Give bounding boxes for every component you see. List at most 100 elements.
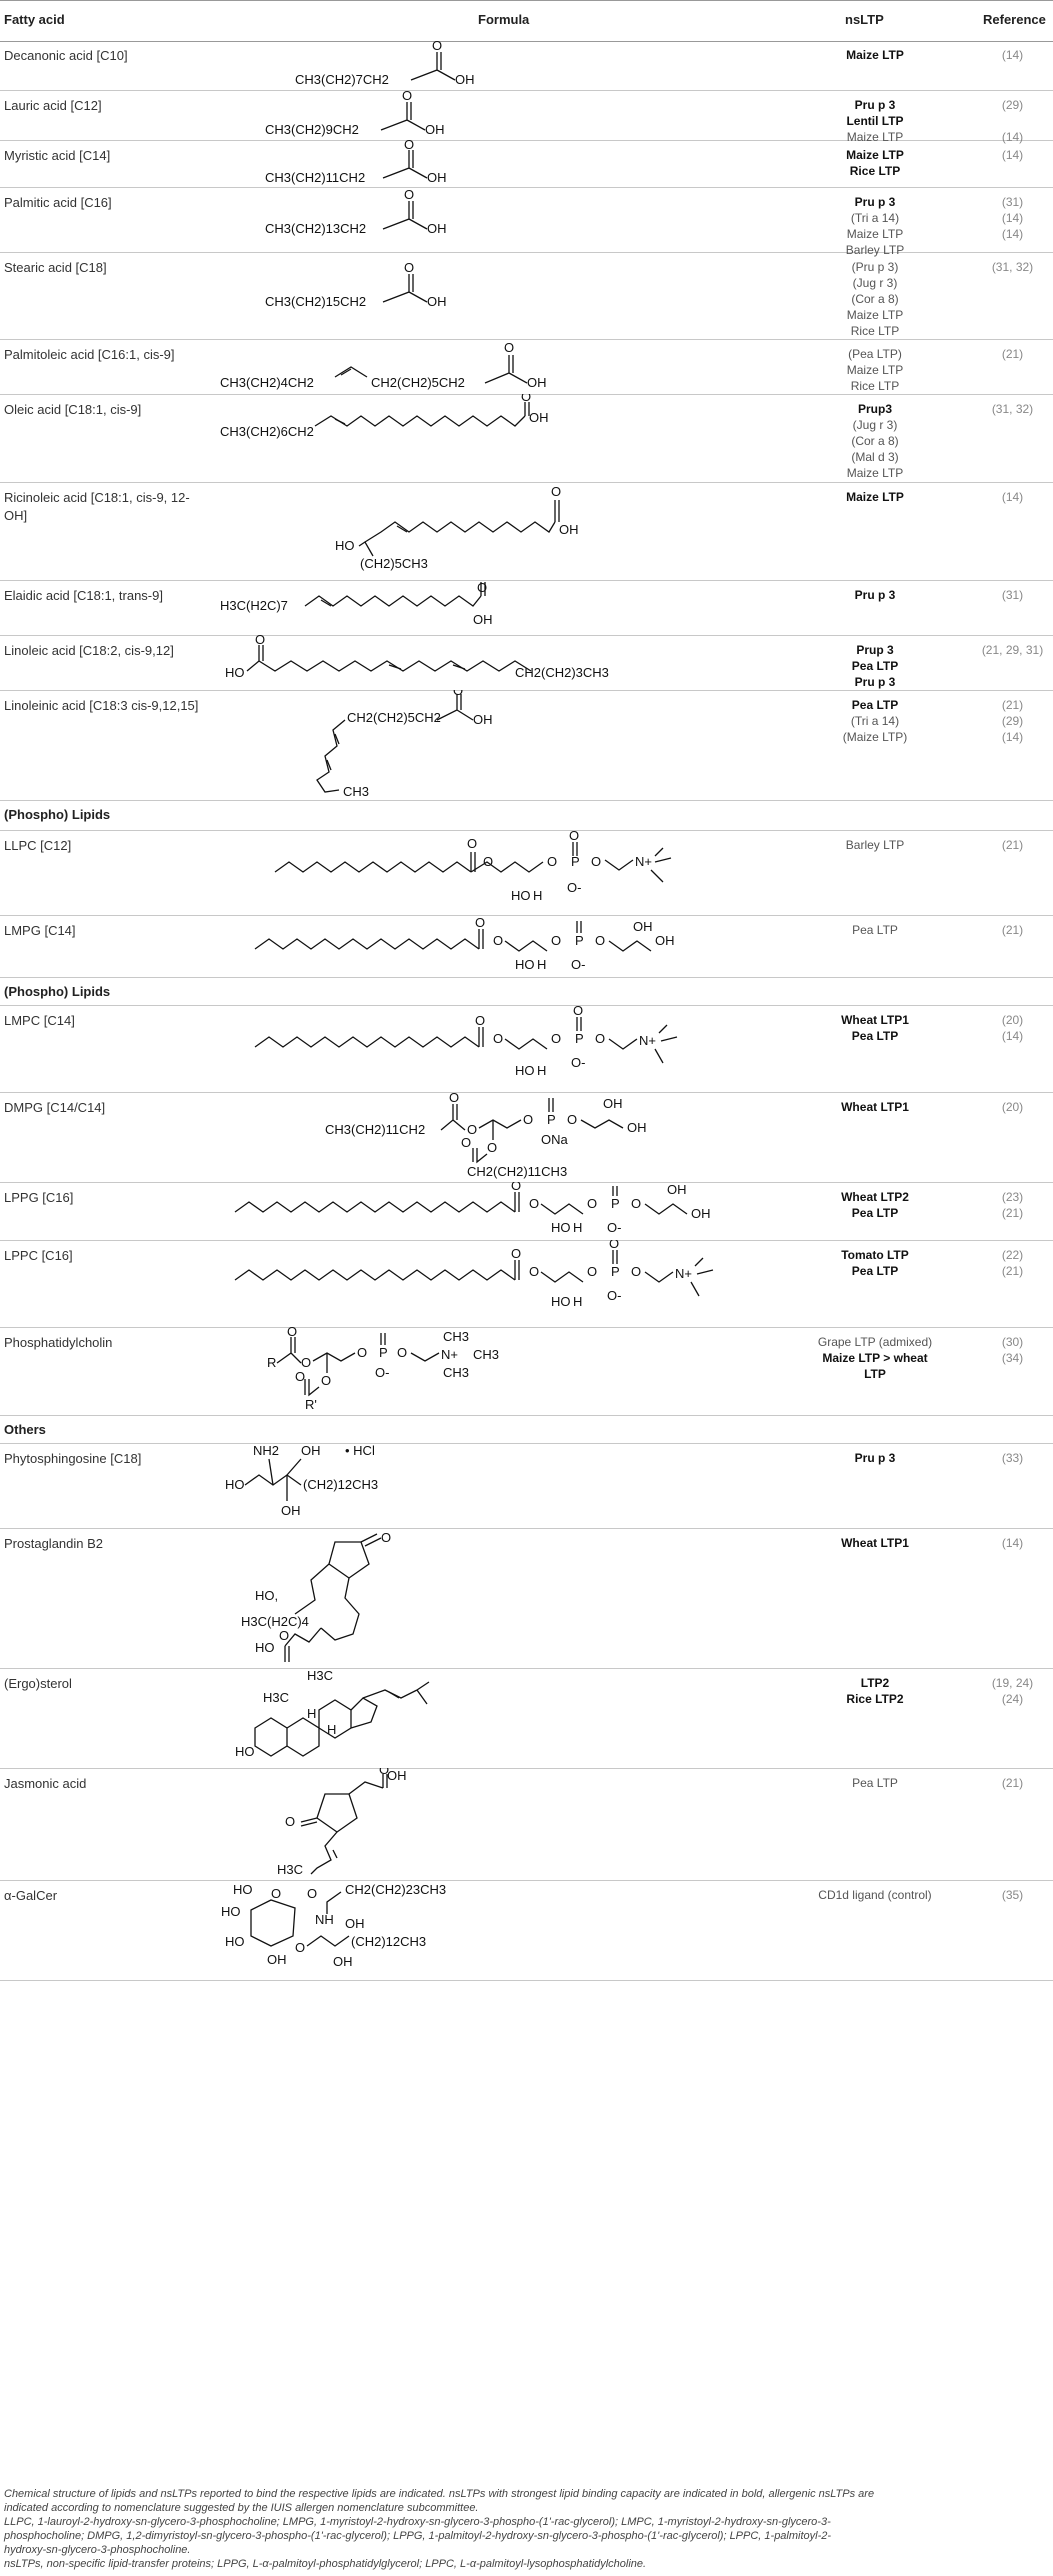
reference-entry: (14) <box>1001 1029 1024 1043</box>
nsltp-list: (Pea LTP) Maize LTP Rice LTP <box>800 346 950 394</box>
chain-label: H3C(H2C)4 <box>241 1614 309 1629</box>
fatty-acid-name: DMPG [C14/C14] <box>4 1100 106 1115</box>
nsltp-entry: Wheat LTP2 <box>841 1190 909 1204</box>
formula-structure: CH3(CH2)11CH2 O O O P ONa O OH OH O O CH… <box>215 1090 790 1182</box>
nsltp-entry: Pru p 3 <box>854 1451 896 1465</box>
nsltp-list: Pru p 3 <box>800 587 950 603</box>
reference-entry: (20) <box>1001 1100 1024 1114</box>
reference-entry: (33) <box>1001 1451 1024 1465</box>
table-row: Decanonic acid [C10] CH3(CH2)7CH2 O OH M… <box>0 38 1053 91</box>
nsltp-list: Pru p 3 Lentil LTP Maize LTP <box>800 97 950 145</box>
atom-nh: NH <box>315 1912 334 1927</box>
atom-h: H <box>537 1063 546 1078</box>
atom-o: O <box>449 1092 459 1105</box>
atom-oh: OH <box>427 170 447 185</box>
atom-p: P <box>611 1264 620 1279</box>
atom-o: O <box>379 1768 389 1777</box>
table-row: Myristic acid [C14] CH3(CH2)11CH2 O OH M… <box>0 137 1053 188</box>
reference-entry: (20) <box>1001 1013 1024 1027</box>
formula-structure: O O HO H O P O- O OH OH <box>215 1178 790 1240</box>
nsltp-entry: (Tri a 14) <box>850 211 900 225</box>
chain-label: (CH2)5CH3 <box>360 556 428 571</box>
reference-entry: (14) <box>1001 48 1024 62</box>
fatty-acid-name: Prostaglandin B2 <box>4 1536 104 1551</box>
atom-o: O <box>587 1196 597 1211</box>
atom-o: O <box>432 40 442 53</box>
header-formula: Formula <box>478 12 530 27</box>
reference-entry: (21) <box>1001 1264 1024 1278</box>
atom-n-plus: N+ <box>639 1033 656 1048</box>
atom-ona: ONa <box>541 1132 569 1147</box>
nsltp-entry: Rice LTP <box>850 379 900 393</box>
atom-o: O <box>307 1886 317 1901</box>
reference-list: (14) <box>975 489 1050 505</box>
atom-o: O <box>285 1814 295 1829</box>
table-row: Stearic acid [C18] CH3(CH2)15CH2 O OH (P… <box>0 252 1053 340</box>
atom-oh: OH <box>691 1206 711 1221</box>
section-header: (Phospho) Lipids <box>0 977 1053 1006</box>
atom-o: O <box>483 854 493 869</box>
reference-entry: (14) <box>1001 227 1024 241</box>
atom-o: O <box>295 1940 305 1955</box>
atom-o: O <box>591 854 601 869</box>
fatty-acid-name: Palmitic acid [C16] <box>4 195 112 210</box>
atom-ho: HO <box>225 1934 245 1949</box>
atom-o: O <box>595 1031 605 1046</box>
formula-structure: O OH HO (CH2)5CH3 <box>215 482 790 580</box>
atom-p: P <box>571 854 580 869</box>
table-row: Elaidic acid [C18:1, trans-9] H3C(H2C)7 … <box>0 580 1053 636</box>
atom-o: O <box>551 933 561 948</box>
nsltp-entry: Pea LTP <box>851 1206 899 1220</box>
nsltp-list: Maize LTP <box>800 47 950 63</box>
atom-o: O <box>475 915 485 930</box>
fatty-acid-name: Myristic acid [C14] <box>4 148 111 163</box>
nsltp-list: Pea LTP <box>800 1775 950 1791</box>
fatty-acid-name: LPPG [C16] <box>4 1190 74 1205</box>
nsltp-list: Wheat LTP1 Pea LTP <box>800 1012 950 1044</box>
nsltp-entry: Barley LTP <box>845 243 905 257</box>
reference-entry: (14) <box>1001 130 1024 144</box>
atom-o: O <box>511 1182 521 1193</box>
table-row: LPPC [C16] O O HO H O P O O- O N+ <box>0 1236 1053 1328</box>
chain-label: CH3(CH2)6CH2 <box>220 424 314 439</box>
formula-structure: CH3(CH2)13CH2 O OH <box>215 187 790 252</box>
nsltp-list: Tomato LTP Pea LTP <box>800 1247 950 1279</box>
fatty-acid-name: Stearic acid [C18] <box>4 260 107 275</box>
table-row: Ricinoleic acid [C18:1, cis-9, 12-OH] O … <box>0 482 1053 581</box>
table-row: Lauric acid [C12] CH3(CH2)9CH2 O OH Pru … <box>0 88 1053 144</box>
reference-list: (20) <box>975 1099 1050 1115</box>
atom-p: P <box>547 1112 556 1127</box>
nsltp-entry: Pea LTP <box>852 923 898 937</box>
atom-o: O <box>504 340 514 355</box>
nsltp-entry: (Jug r 3) <box>852 276 898 290</box>
atom-h: H <box>573 1220 582 1235</box>
atom-o-minus: O- <box>607 1220 621 1235</box>
reference-list: (21) <box>975 837 1050 853</box>
table-row: Linoleic acid [C18:2, cis-9,12] HO O CH2… <box>0 632 1053 691</box>
atom-oh: OH <box>667 1182 687 1197</box>
chain-label: (CH2)12CH3 <box>303 1477 378 1492</box>
nsltp-entry: Pru p 3 <box>854 588 896 602</box>
fatty-acid-name: Lauric acid [C12] <box>4 98 102 113</box>
atom-o-minus: O- <box>571 957 585 972</box>
formula-structure: O O HO H O P O O- O N+ <box>215 828 790 915</box>
atom-ho: HO <box>515 1063 535 1078</box>
atom-o: O <box>271 1886 281 1901</box>
reference-list: (35) <box>975 1887 1050 1903</box>
atom-r: R <box>267 1355 276 1370</box>
atom-oh: OH <box>627 1120 647 1135</box>
atom-ho: HO <box>225 1477 245 1492</box>
nsltp-entry: Pea LTP <box>851 659 899 673</box>
reference-list: (20) (14) <box>975 1012 1050 1044</box>
footnote-line: LLPC, 1-lauroyl-2-hydroxy-sn-glycero-3-p… <box>4 2516 831 2528</box>
atom-ch3: CH3 <box>473 1347 499 1362</box>
chain-label-left: CH3(CH2)4CH2 <box>220 375 314 390</box>
nsltp-list: Prup 3 Pea LTP Pru p 3 <box>800 642 950 690</box>
nsltp-entry: Pea LTP <box>851 698 899 712</box>
reference-entry: (14) <box>1001 148 1024 162</box>
atom-ho: HO <box>233 1882 253 1897</box>
formula-structure: O OH O H3C <box>215 1762 790 1880</box>
atom-oh: OH <box>267 1952 287 1967</box>
fatty-acid-name: Palmitoleic acid [C16:1, cis-9] <box>4 347 175 362</box>
atom-ho: HO <box>511 888 531 903</box>
